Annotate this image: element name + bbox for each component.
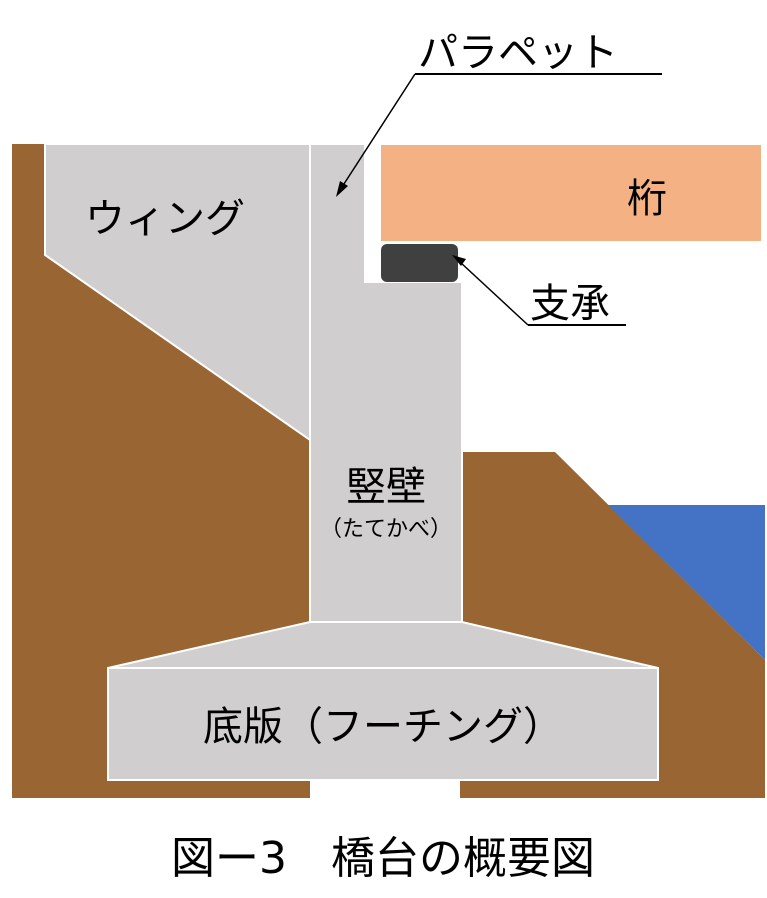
label-girder: 桁 <box>627 176 667 222</box>
footing-slab <box>107 667 659 781</box>
water <box>608 505 765 660</box>
label-bearing: 支承 <box>530 281 610 327</box>
label-vertical-wall-reading: （たてかべ） <box>320 517 452 542</box>
label-parapet: パラペット <box>418 30 618 76</box>
label-wing: ウィング <box>85 196 245 242</box>
parapet-arrowhead <box>336 181 348 197</box>
parapet-leader-line <box>341 73 416 188</box>
label-vertical-wall: 竪壁 <box>346 464 426 510</box>
label-footing: 底版（フーチング） <box>203 704 563 750</box>
bearing-arrowhead <box>452 255 466 266</box>
girder <box>379 143 763 243</box>
bearing <box>381 244 458 282</box>
figure-caption: 図ー3 橋台の概要図 <box>171 833 595 884</box>
bearing-leader-line <box>459 261 529 326</box>
